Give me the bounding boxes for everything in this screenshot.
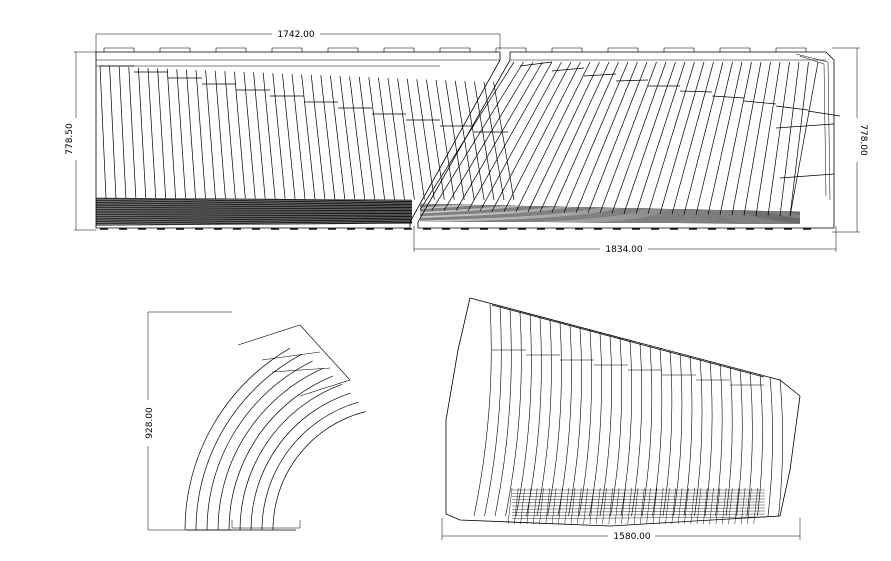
dimension-fan-width: 1580.00 bbox=[441, 518, 801, 542]
fan-assembly-view: 1580.00 bbox=[441, 297, 801, 542]
dim-label-right-height: 778.00 bbox=[858, 124, 868, 156]
dimension-bottom-width: 1834.00 bbox=[413, 226, 837, 255]
arc-outline bbox=[186, 520, 301, 531]
right-segment-outline bbox=[417, 51, 835, 229]
dimension-right-height: 778.00 bbox=[832, 47, 868, 233]
dimension-left-height: 778.50 bbox=[65, 51, 96, 231]
top-strip-lines bbox=[99, 61, 841, 217]
arc-strip-lines bbox=[184, 324, 366, 531]
fan-hatch-area bbox=[507, 487, 766, 525]
dimension-top-width: 1742.00 bbox=[95, 30, 501, 52]
arc-assembly-view: 928.00 bbox=[145, 311, 366, 531]
dim-label-fan-width: 1580.00 bbox=[613, 532, 650, 542]
dim-label-top-width: 1742.00 bbox=[277, 30, 314, 40]
top-hatch-area bbox=[95, 197, 801, 226]
dimension-arc-height: 928.00 bbox=[145, 311, 232, 531]
fan-outline bbox=[445, 297, 801, 527]
dim-label-left-height: 778.50 bbox=[65, 123, 75, 155]
dim-label-bottom-width: 1834.00 bbox=[605, 245, 642, 255]
dim-label-arc-height: 928.00 bbox=[145, 407, 155, 439]
top-assembly-view: 1742.00 778.50 778.00 1834.00 bbox=[65, 30, 868, 255]
top-clip-details bbox=[100, 47, 811, 230]
fan-strip-lines bbox=[473, 303, 783, 517]
